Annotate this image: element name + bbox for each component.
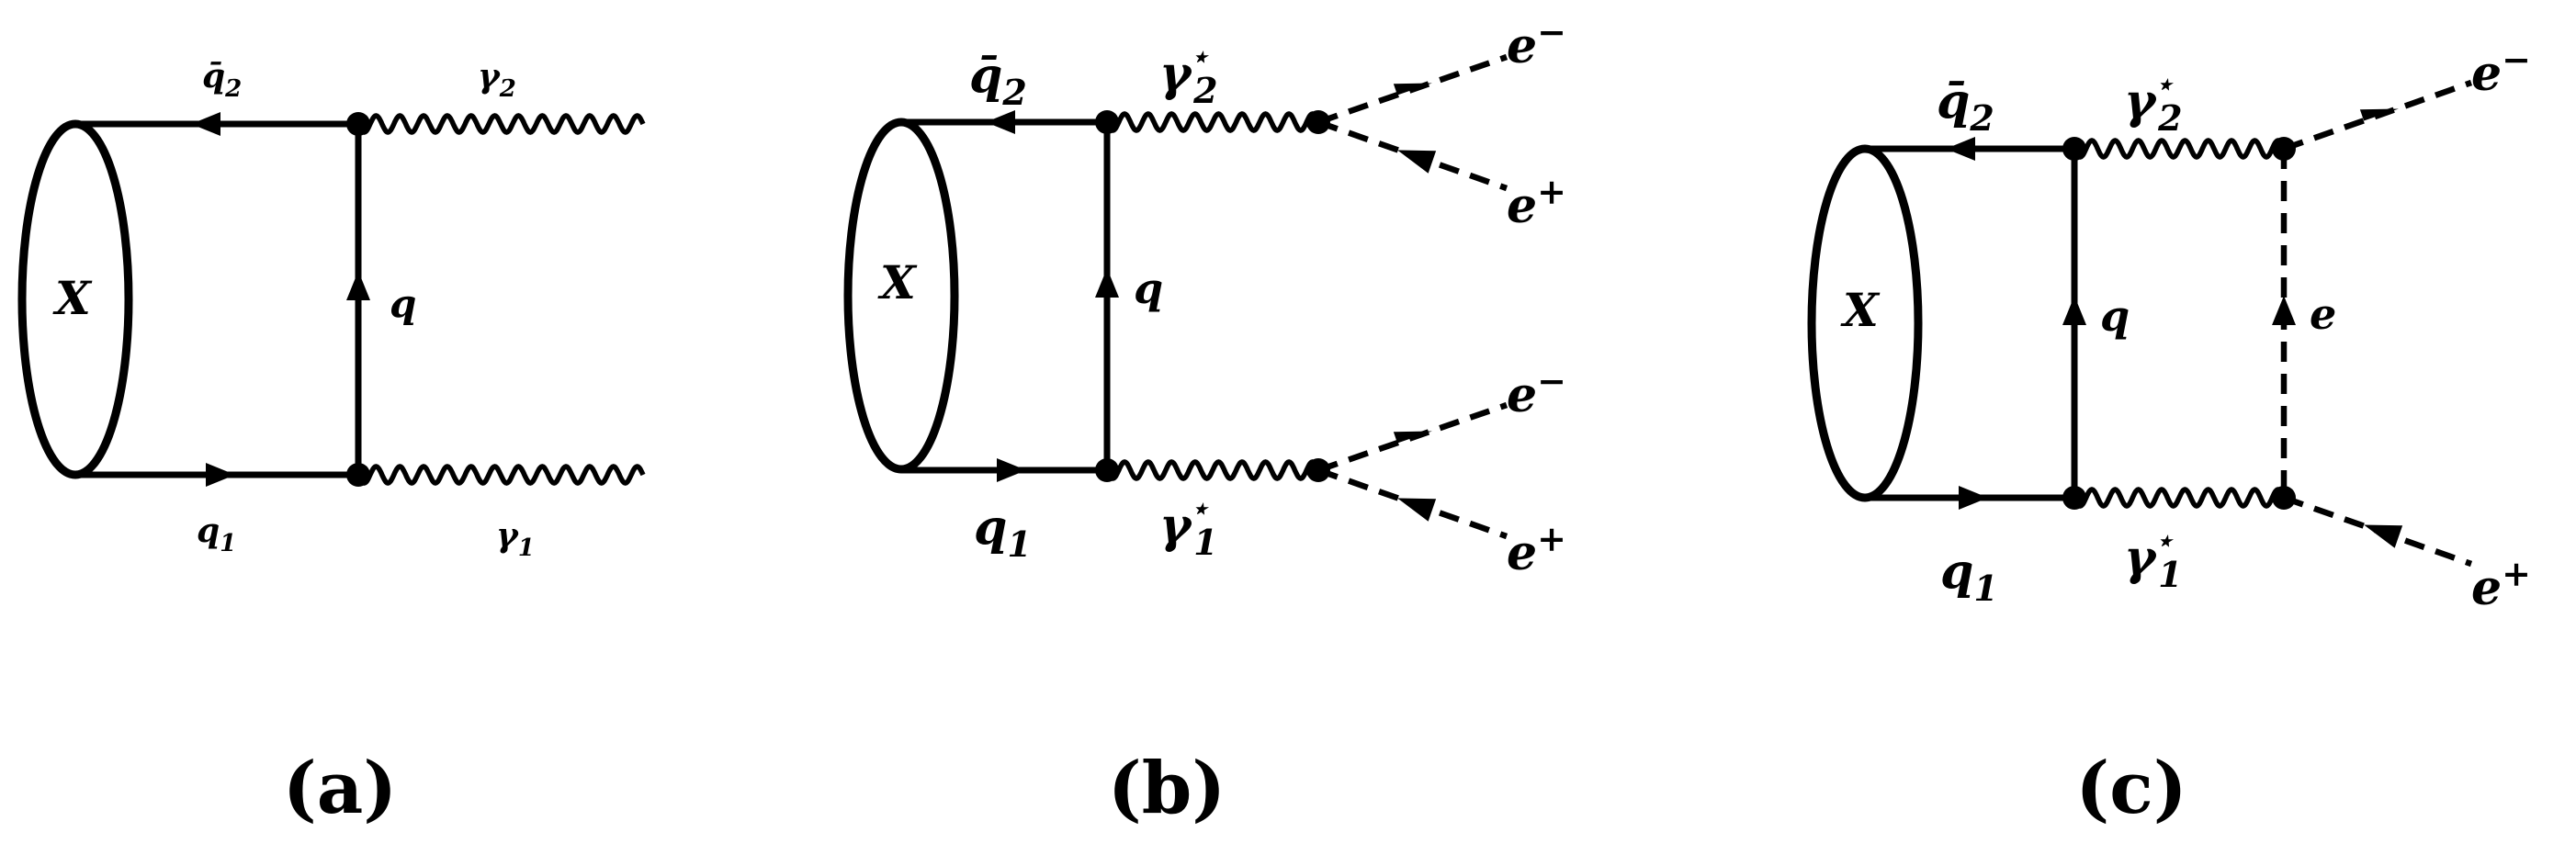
label-q1: q1 xyxy=(974,500,1032,565)
arrow-icon xyxy=(1393,431,1432,455)
arrow-icon xyxy=(2364,524,2403,548)
label-q: q xyxy=(1134,264,1163,313)
label-q1: q1 xyxy=(197,512,236,557)
vertex xyxy=(1306,458,1330,482)
vertex xyxy=(1095,458,1119,482)
arrow-right-icon xyxy=(997,458,1026,482)
arrow-left-icon xyxy=(191,112,220,136)
label-gamma1: γ1 xyxy=(496,516,535,562)
label-qbar2: q̄2 xyxy=(1937,73,1994,139)
label-e: e xyxy=(2310,289,2336,339)
vertex-top xyxy=(346,112,370,136)
label-gamma2: γ⋆2 xyxy=(2124,69,2183,139)
label-e-plus: e+ xyxy=(1507,518,1566,581)
blob-label: X xyxy=(877,255,918,309)
panel-a: X q̄2 q1 q γ2 γ1 (a) xyxy=(17,57,646,830)
label-qbar2: q̄2 xyxy=(969,48,1027,113)
label-q1: q1 xyxy=(1940,544,1998,609)
label-gamma2: γ2 xyxy=(478,57,516,103)
arrow-icon xyxy=(1397,150,1437,174)
photon-line-top xyxy=(1104,111,1321,133)
label-e-minus: e− xyxy=(2471,39,2531,102)
photon-line-top xyxy=(2072,138,2287,160)
caption-b: (b) xyxy=(1108,747,1226,830)
blob-label: X xyxy=(52,271,93,325)
arrow-icon xyxy=(1393,83,1432,107)
arrow-right-icon xyxy=(1959,486,1988,510)
vertex xyxy=(2062,137,2086,161)
arrow-right-icon xyxy=(206,463,235,487)
vertex-bottom xyxy=(346,463,370,487)
panel-c: X q̄2 q1 q γ⋆2 γ⋆1 e e− e+ (c) xyxy=(1807,39,2531,830)
arrow-left-icon xyxy=(986,110,1015,134)
arrow-up-icon xyxy=(1095,268,1119,298)
blob-label: X xyxy=(1840,283,1881,337)
arrow-up-icon xyxy=(346,271,370,300)
arrow-up-icon xyxy=(2062,296,2086,325)
photon-line-bottom xyxy=(1104,459,1321,481)
label-e-plus: e+ xyxy=(2471,553,2531,616)
label-e-plus: e+ xyxy=(1507,171,1566,234)
photon-line-top xyxy=(356,113,646,135)
label-q: q xyxy=(390,281,416,326)
vertex xyxy=(1306,110,1330,134)
caption-c: (c) xyxy=(2075,747,2186,830)
label-qbar2: q̄2 xyxy=(202,57,242,103)
photon-line-bottom xyxy=(356,464,646,486)
vertex xyxy=(2272,486,2296,510)
arrow-left-icon xyxy=(1946,137,1975,161)
panel-b: X q̄2 q1 q γ⋆2 γ⋆1 e− e+ e− e+ (b) xyxy=(843,11,1566,830)
label-gamma2: γ⋆2 xyxy=(1159,41,1218,111)
photon-line-bottom xyxy=(2072,487,2287,509)
arrow-icon xyxy=(1397,498,1437,522)
label-e-minus: e− xyxy=(1507,11,1566,74)
caption-a: (a) xyxy=(283,747,397,830)
vertex xyxy=(2062,486,2086,510)
vertex xyxy=(1095,110,1119,134)
arrow-icon xyxy=(2359,108,2399,132)
label-e-minus: e− xyxy=(1507,360,1566,423)
vertex xyxy=(2272,137,2296,161)
label-q: q xyxy=(2100,291,2130,341)
arrow-up-icon xyxy=(2272,296,2296,325)
label-gamma1: γ⋆1 xyxy=(2124,525,2183,595)
label-gamma1: γ⋆1 xyxy=(1159,493,1218,563)
